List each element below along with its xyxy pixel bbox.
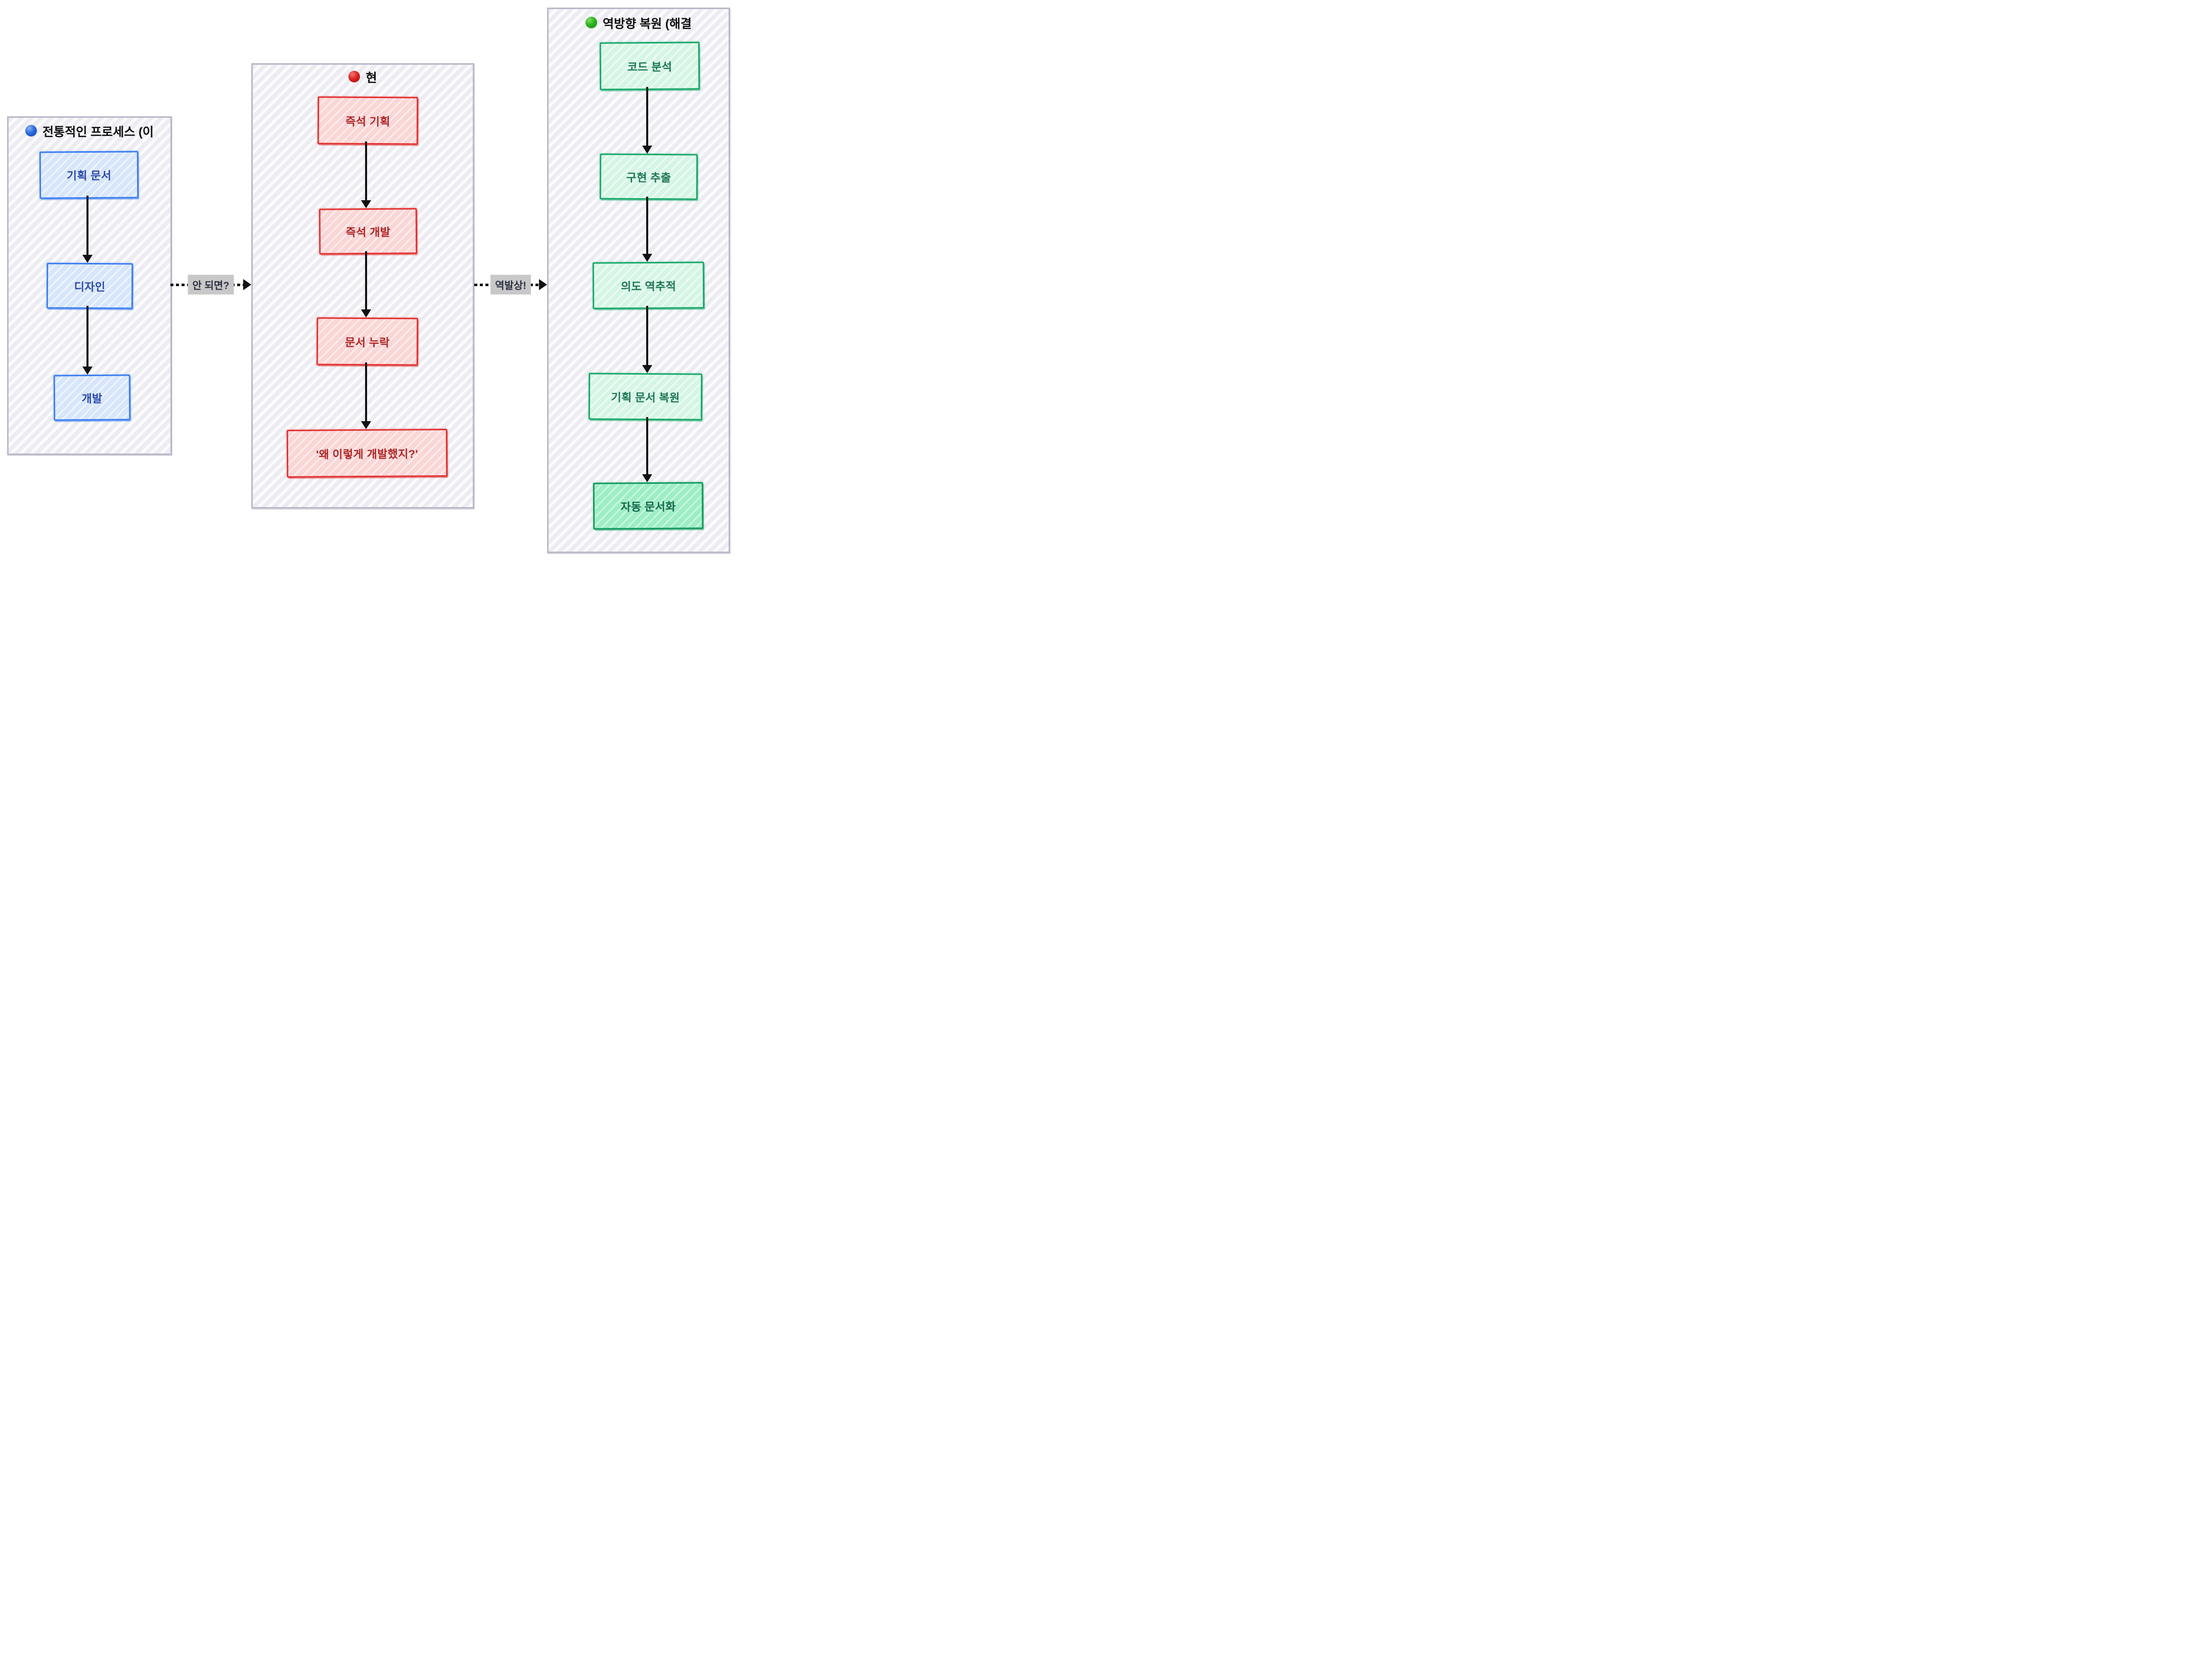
panel-reverse-title: 역방향 복원 (해결 (603, 17, 692, 31)
flow-box-intent-backtracking: 의도 역추적 (592, 261, 705, 309)
red-ball-icon (348, 71, 361, 82)
connector-label: 안 되면? (188, 275, 234, 295)
down-arrow (642, 306, 653, 373)
flow-box-implementation-extraction: 구현 추출 (599, 153, 698, 200)
down-arrow (361, 362, 372, 429)
flow-box-planning-document: 기획 문서 (39, 151, 139, 199)
arrow-head-icon (82, 255, 93, 263)
connector-label: 역발상! (490, 275, 531, 295)
arrow-head-icon (82, 367, 93, 375)
flow-box-planning-document-restore: 기획 문서 복원 (588, 373, 703, 421)
down-arrow (82, 196, 93, 263)
arrow-stem (365, 362, 367, 422)
panel-current-header: 현 (253, 68, 473, 85)
panel-current-title: 현 (366, 71, 377, 85)
arrow-head-icon (642, 146, 652, 154)
arrow-head-icon (642, 474, 652, 482)
arrow-stem (86, 306, 88, 368)
green-ball-icon (586, 17, 598, 28)
panel-traditional-header: 전통적인 프로세스 (이 (9, 122, 170, 140)
flow-box-why-built-this-way: '왜 이렇게 개발했지?' (286, 429, 448, 478)
arrow-stem (365, 251, 367, 310)
flow-box-development: 개발 (53, 374, 131, 421)
blue-ball-icon (25, 125, 37, 137)
down-arrow (642, 197, 653, 262)
arrow-stem (646, 197, 648, 255)
arrow-head-icon (539, 279, 547, 290)
arrow-head-icon (243, 279, 251, 290)
flow-box-auto-documentation: 자동 문서화 (593, 482, 704, 530)
panel-current-state: 현 즉석 기획 즉석 개발 문서 누락 '왜 이렇게 개발했지?' (251, 63, 474, 509)
arrow-head-icon (361, 200, 371, 208)
arrow-head-icon (642, 365, 652, 373)
diagram-canvas: 전통적인 프로세스 (이 기획 문서 디자인 개발 현 즉석 기획 즉석 개발 (0, 0, 735, 560)
arrow-stem (646, 306, 648, 366)
down-arrow (361, 142, 372, 208)
down-arrow (642, 87, 653, 154)
flow-box-code-analysis: 코드 분석 (599, 41, 700, 90)
arrow-stem (86, 196, 88, 256)
down-arrow (642, 417, 653, 482)
arrow-head-icon (642, 254, 652, 262)
panel-traditional-process: 전통적인 프로세스 (이 기획 문서 디자인 개발 (7, 116, 172, 455)
connector-if-it-fails: 안 되면? (170, 275, 251, 295)
arrow-stem (646, 417, 648, 475)
panel-reverse-header: 역방향 복원 (해결 (549, 14, 729, 31)
flow-box-missing-documentation: 문서 누락 (316, 317, 419, 366)
arrow-head-icon (361, 421, 371, 429)
flow-box-instant-development: 즉석 개발 (319, 208, 418, 255)
down-arrow (361, 251, 372, 317)
down-arrow (82, 306, 93, 375)
flow-box-design: 디자인 (46, 262, 133, 309)
panel-traditional-title: 전통적인 프로세스 (이 (42, 125, 154, 139)
panel-reverse-restoration: 역방향 복원 (해결 코드 분석 구현 추출 의도 역추적 기획 문서 복원 자… (547, 8, 730, 553)
flow-box-instant-planning: 즉석 기획 (317, 96, 419, 145)
arrow-head-icon (361, 309, 371, 317)
arrow-stem (365, 142, 367, 201)
connector-reverse-thinking: 역발상! (474, 275, 547, 295)
arrow-stem (646, 87, 648, 147)
